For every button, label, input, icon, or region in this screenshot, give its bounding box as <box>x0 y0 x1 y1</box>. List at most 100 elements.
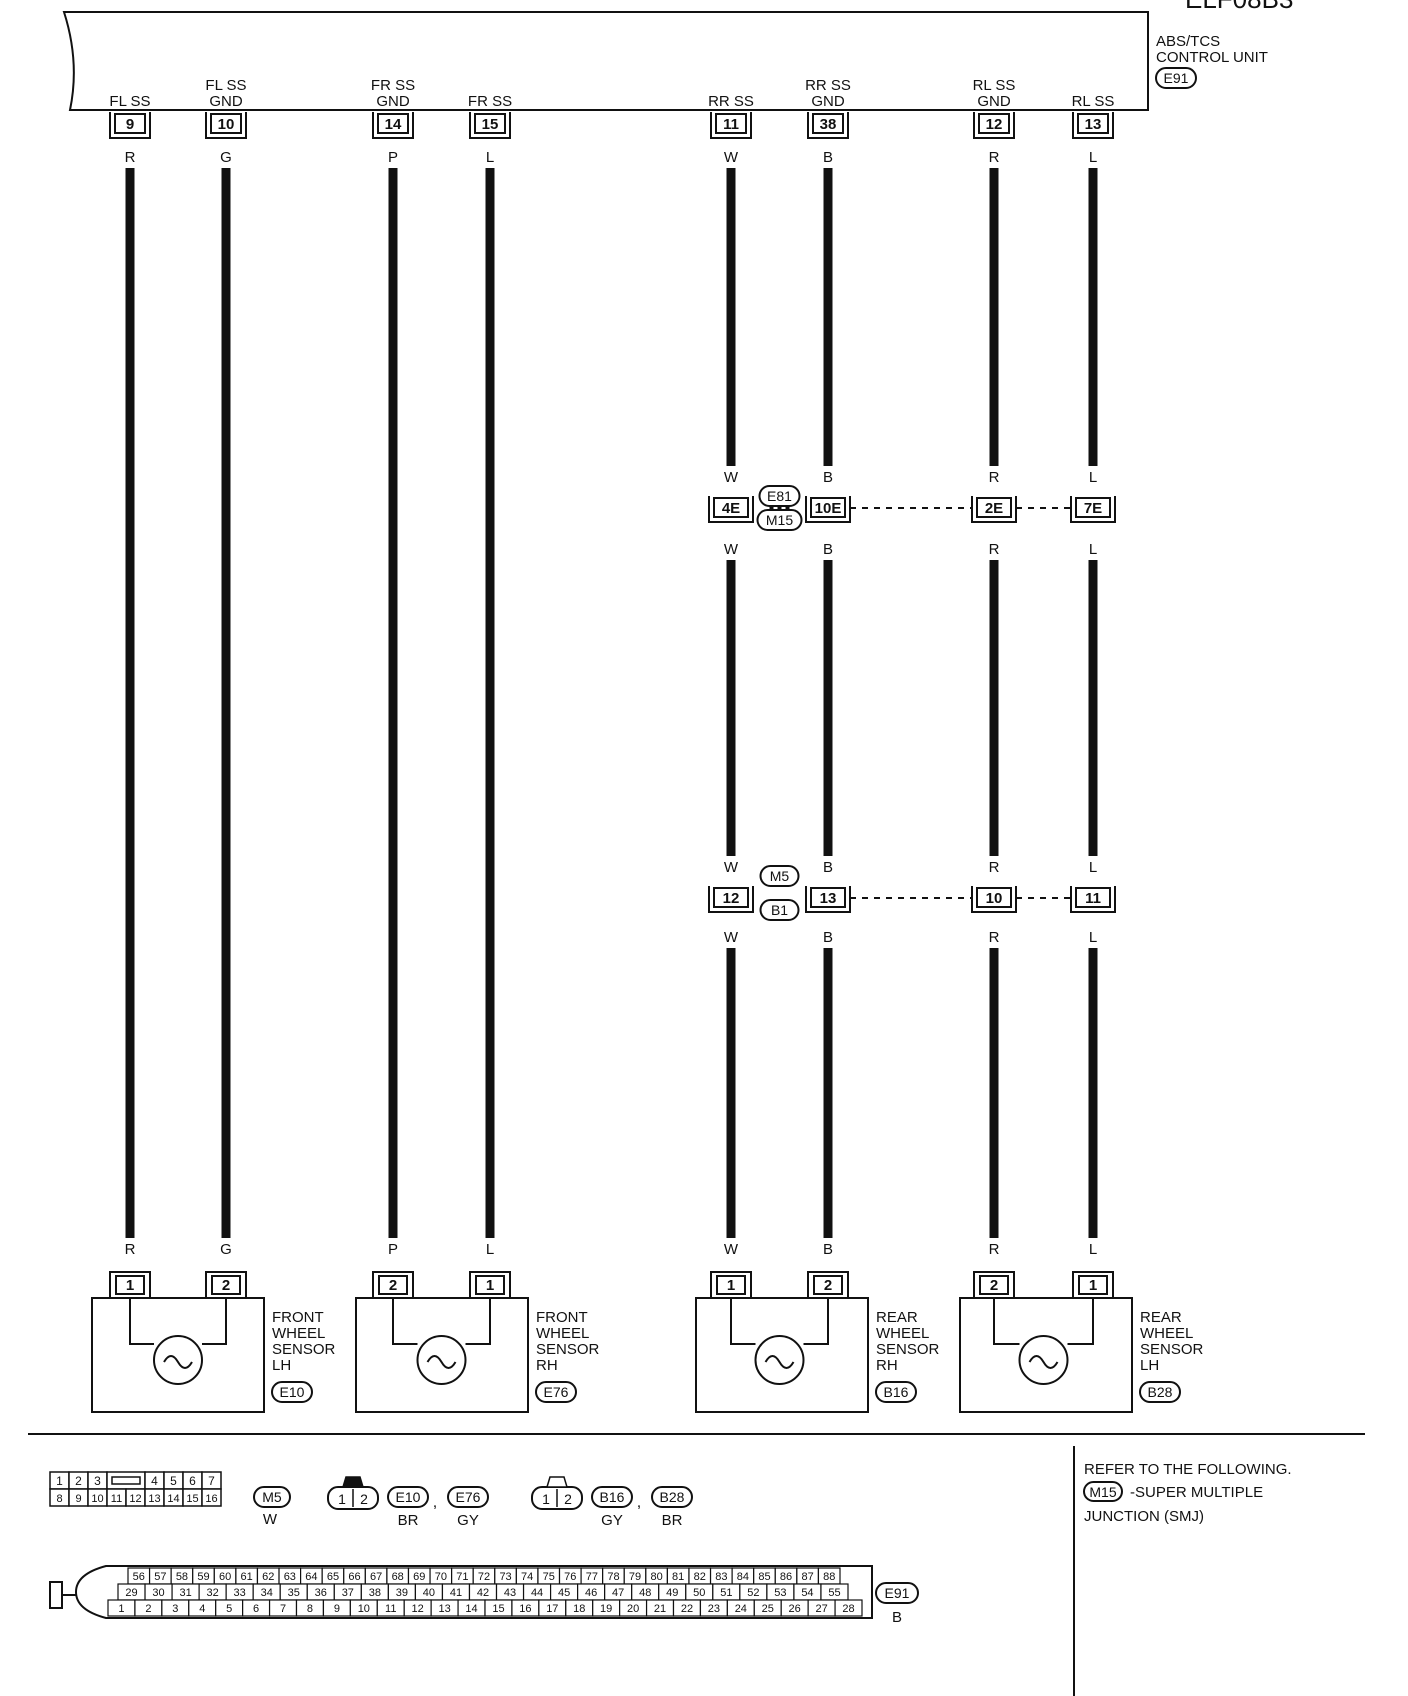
note-oval: M15 <box>1083 1481 1123 1502</box>
j1-color-top-rrss: W <box>724 469 739 486</box>
sensor-label-frh-0: FRONT <box>536 1309 588 1326</box>
sensor-pin-label-frh-0: 2 <box>389 1277 397 1294</box>
ac-symbol-icon <box>163 1355 193 1369</box>
j2-pin-rrss: 12 <box>708 886 754 913</box>
e91-pin-row2-1: 30 <box>152 1587 164 1599</box>
sensor-coil-flh <box>153 1335 203 1385</box>
e91-pin-row1-10: 66 <box>348 1571 360 1583</box>
connector_2pin_b-conn-1-label: B28 <box>660 1489 685 1505</box>
control-unit-label-1: ABS/TCS <box>1156 33 1220 50</box>
wire-color-top-rrgnd: B <box>823 149 833 166</box>
e91-pin-row2-18: 47 <box>612 1587 624 1599</box>
wire-color-bottom-frgnd: P <box>388 1241 398 1258</box>
sensor-connector-rlh-label: B28 <box>1148 1384 1173 1400</box>
e91-pin-row2-10: 39 <box>396 1587 408 1599</box>
sensor-label-rrh-0: REAR <box>876 1309 918 1326</box>
e91-pin-row1-15: 71 <box>456 1571 468 1583</box>
j2-color-top-rrgnd: B <box>823 859 833 876</box>
wire-color-bottom-frss: L <box>486 1241 494 1258</box>
e91-pin-row2-21: 50 <box>693 1587 705 1599</box>
cu-pin-flss-label: 9 <box>126 116 134 133</box>
sensor-label-rlh-0: REAR <box>1140 1309 1182 1326</box>
cu-pin-rrss-label: 11 <box>723 116 739 133</box>
e91-pin-row3-9: 10 <box>358 1603 370 1615</box>
e91-pin-row3-1: 2 <box>145 1603 151 1615</box>
sensor-label-frh-2: SENSOR <box>536 1341 600 1358</box>
signal-name-rlgnd: RL SS <box>973 77 1016 94</box>
e91-pin-row1-22: 78 <box>607 1571 619 1583</box>
j1-color-bottom-rrss: W <box>724 541 739 558</box>
wire-color-top-flss: R <box>125 149 136 166</box>
e91-pin-row1-27: 83 <box>715 1571 727 1583</box>
sensor-coil-rlh <box>1018 1335 1069 1385</box>
j1-oval-bottom-label: M15 <box>766 512 793 528</box>
e91-pin-row1-12: 68 <box>392 1571 404 1583</box>
e91-pin-row2-9: 38 <box>369 1587 381 1599</box>
sensor-pin-label-frh-1: 1 <box>486 1277 494 1294</box>
e91-pin-row1-29: 85 <box>758 1571 770 1583</box>
m5-pin-bottom-1: 9 <box>75 1493 81 1505</box>
j2-color-top-rlss: L <box>1089 859 1097 876</box>
e91-pin-row1-0: 56 <box>133 1571 145 1583</box>
m5-pin-top-2: 3 <box>94 1474 101 1488</box>
e91-pin-row2-19: 48 <box>639 1587 651 1599</box>
j2-color-bottom-rrgnd: B <box>823 929 833 946</box>
m5-pin-top-1: 2 <box>75 1474 82 1488</box>
e91-pin-row3-8: 9 <box>334 1603 340 1615</box>
connector_2pin_a-conn-0: E10 <box>387 1486 429 1508</box>
j1-pin-rlgnd-label: 2E <box>985 500 1003 517</box>
e91-pin-row1-2: 58 <box>176 1571 188 1583</box>
control-unit-label-2: CONTROL UNIT <box>1156 49 1268 66</box>
e91-pin-row3-19: 20 <box>627 1603 639 1615</box>
j2-oval-top-label: M5 <box>770 868 790 884</box>
sensor-connector-rrh: B16 <box>875 1381 917 1403</box>
e91-pin-row3-7: 8 <box>307 1603 313 1615</box>
sensor-label-rrh-2: SENSOR <box>876 1341 940 1358</box>
j2-color-top-rlgnd: R <box>989 859 1000 876</box>
j1-color-bottom-rlss: L <box>1089 541 1097 558</box>
j2-oval-top: M5 <box>759 865 800 887</box>
j1-color-top-rrgnd: B <box>823 469 833 486</box>
sensor-connector-frh-label: E76 <box>544 1384 569 1400</box>
e91-pin-row3-2: 3 <box>172 1603 178 1615</box>
e91-pin-row2-24: 53 <box>774 1587 786 1599</box>
m5-pin-bottom-5: 13 <box>148 1493 160 1505</box>
e91-pin-row2-15: 44 <box>531 1587 543 1599</box>
connector_2pin_a-color-1: GY <box>457 1512 479 1529</box>
signal-name-flss: FL SS <box>109 93 150 110</box>
connector_2pin_a-pin-0: 1 <box>338 1491 346 1507</box>
e91-pin-row2-25: 54 <box>801 1587 813 1599</box>
e91-pin-row1-3: 59 <box>197 1571 209 1583</box>
connector_2pin_b-color-1: BR <box>662 1512 683 1529</box>
cu-pin-frss: 15 <box>469 112 511 139</box>
j1-pin-rrss: 4E <box>708 496 754 523</box>
e91-pin-row2-0: 29 <box>125 1587 137 1599</box>
sensor-pin-frh-1: 1 <box>469 1271 511 1298</box>
cu-pin-frgnd-label: 14 <box>385 116 402 133</box>
connector_2pin_b-conn-0: B16 <box>591 1486 633 1508</box>
e91-pin-row3-26: 27 <box>815 1603 827 1615</box>
j1-color-bottom-rrgnd: B <box>823 541 833 558</box>
sensor-connector-rrh-label: B16 <box>884 1384 909 1400</box>
e91-pin-row1-18: 74 <box>521 1571 533 1583</box>
sensor-pin-flh-1: 2 <box>205 1271 247 1298</box>
connector_2pin_b-sep: , <box>637 1494 641 1511</box>
e91-pin-row3-17: 18 <box>573 1603 585 1615</box>
wire-color-top-rlss: L <box>1089 149 1097 166</box>
sensor-label-frh-3: RH <box>536 1357 558 1374</box>
signal-name-rlss: RL SS <box>1072 93 1115 110</box>
j2-oval-bottom-label: B1 <box>771 902 788 918</box>
note-line-3: JUNCTION (SMJ) <box>1084 1508 1204 1525</box>
j1-pin-rlss-label: 7E <box>1084 500 1102 517</box>
j1-oval-bottom: M15 <box>756 509 803 531</box>
j1-pin-rrss-label: 4E <box>722 500 740 517</box>
m5-pin-top-7: 7 <box>208 1474 215 1488</box>
sensor-pin-label-rlh-1: 1 <box>1089 1277 1097 1294</box>
cu-pin-rlgnd: 12 <box>973 112 1015 139</box>
